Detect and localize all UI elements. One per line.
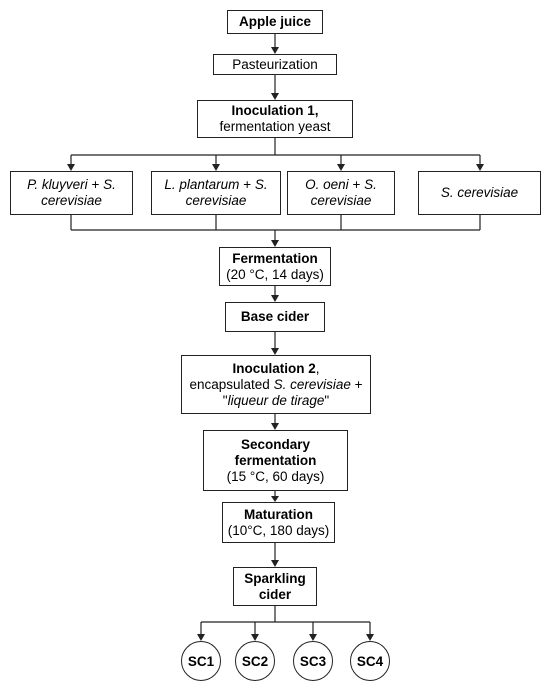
node-yeast-l-plantarum: L. plantarum + S. cerevisiae (151, 171, 281, 215)
node-secondary-fermentation: Secondary fermentation (15 °C, 60 days) (203, 430, 348, 491)
maturation-subtitle: (10°C, 180 days) (227, 522, 330, 538)
sparkling-line-1: Sparkling (244, 570, 306, 586)
node-apple-juice-label: Apple juice (238, 14, 311, 29)
node-pasteurization-label: Pasteurization (232, 56, 318, 72)
fermentation-title: Fermentation (232, 250, 318, 266)
inoculation-1-subtitle: fermentation yeast (219, 119, 331, 134)
secondary-line-2: fermentation (234, 452, 317, 468)
output-sc2: SC2 (235, 641, 275, 681)
output-sc2-label: SC2 (241, 653, 269, 669)
yeast-line-1: L. plantarum + S. (164, 177, 268, 192)
node-fermentation: Fermentation (20 °C, 14 days) (219, 247, 331, 286)
node-inoculation-1: Inoculation 1, fermentation yeast (197, 100, 353, 138)
secondary-subtitle: (15 °C, 60 days) (226, 468, 325, 484)
inoculation-2-line-2: encapsulated S. cerevisiae + (189, 376, 363, 392)
node-maturation: Maturation (10°C, 180 days) (222, 502, 335, 543)
node-sparkling-cider: Sparkling cider (233, 567, 317, 606)
output-sc1: SC1 (181, 641, 221, 681)
output-sc4: SC4 (350, 641, 390, 681)
inoculation-2-line-3: "liqueur de tirage" (222, 392, 330, 408)
output-sc4-label: SC4 (356, 653, 384, 669)
output-sc3-label: SC3 (299, 653, 327, 669)
node-apple-juice: Apple juice (227, 10, 323, 34)
fermentation-subtitle: (20 °C, 14 days) (226, 266, 324, 282)
maturation-title: Maturation (244, 506, 313, 522)
inoculation-1-title: Inoculation 1, (231, 103, 319, 118)
node-base-cider: Base cider (225, 302, 325, 332)
node-pasteurization: Pasteurization (213, 54, 337, 75)
node-base-cider-label: Base cider (240, 309, 310, 324)
yeast-line-2: cerevisiae (185, 193, 247, 208)
yeast-line-1: P. kluyveri + S. (27, 177, 116, 192)
yeast-line-1: O. oeni + S. (305, 177, 377, 192)
sparkling-line-2: cider (258, 586, 292, 602)
node-yeast-p-kluyveri: P. kluyveri + S. cerevisiae (10, 171, 133, 215)
output-sc1-label: SC1 (187, 653, 215, 669)
yeast-line-1: S. cerevisiae (440, 185, 519, 200)
node-yeast-o-oeni: O. oeni + S. cerevisiae (287, 171, 395, 215)
output-sc3: SC3 (293, 641, 333, 681)
yeast-line-2: cerevisiae (41, 193, 102, 208)
secondary-line-1: Secondary (240, 436, 311, 452)
node-inoculation-2: Inoculation 2, encapsulated S. cerevisia… (181, 355, 371, 414)
yeast-line-2: cerevisiae (310, 193, 372, 208)
inoculation-2-title-line: Inoculation 2, (232, 360, 320, 376)
node-yeast-s-cerevisiae: S. cerevisiae (418, 171, 541, 215)
